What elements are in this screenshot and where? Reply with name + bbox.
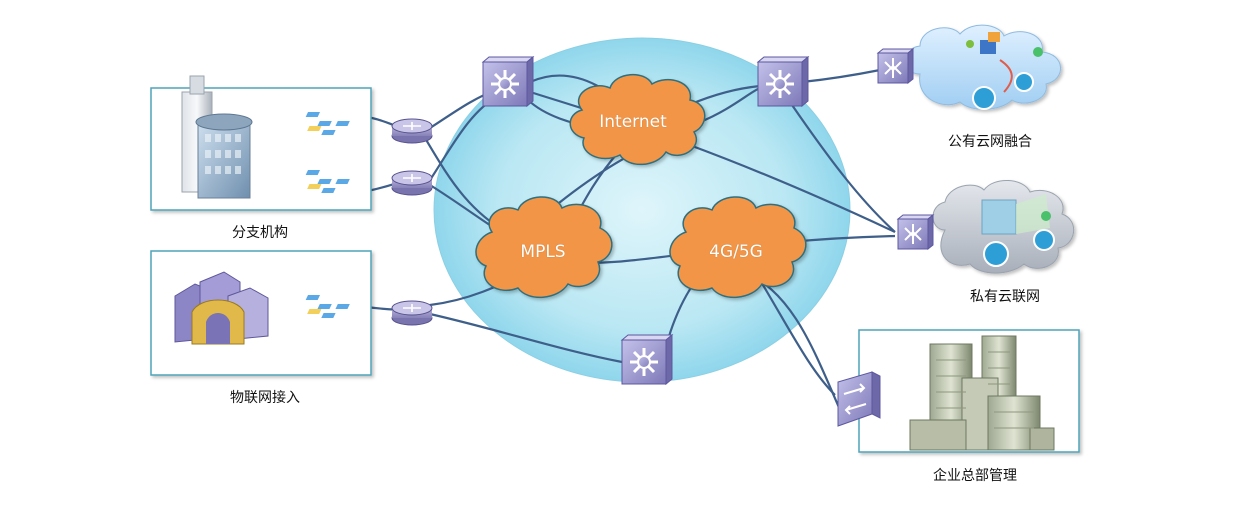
public-cloud-firewall: [877, 48, 914, 84]
branch-router-1: [391, 118, 433, 144]
office-tower-icon: [181, 75, 253, 199]
core-switch-east: [756, 55, 810, 108]
iot-router: [391, 300, 433, 326]
hq-gateway-device: [837, 371, 881, 427]
internet-label: Internet: [599, 112, 667, 132]
branch-caption: 分支机构: [232, 225, 288, 241]
private-cloud-caption: 私有云联网: [970, 289, 1040, 305]
mpls-label: MPLS: [520, 242, 566, 262]
iot-campus-icon: [174, 271, 269, 345]
private-cloud-firewall: [897, 214, 934, 250]
iot-caption: 物联网接入: [230, 390, 300, 406]
cellular-cloud: [669, 196, 807, 299]
branch-router-2: [391, 170, 433, 196]
hq-caption: 企业总部管理: [933, 468, 1017, 484]
cellular-label: 4G/5G: [709, 242, 763, 262]
public-cloud-icon: [904, 24, 1061, 110]
link-sw2-private: [791, 104, 896, 233]
hq-buildings-icon: [909, 335, 1055, 451]
link-r3-sw3: [429, 312, 623, 364]
public-cloud-caption: 公有云网融合: [948, 134, 1032, 150]
link-sw2-public: [801, 68, 881, 84]
core-switch-west: [481, 55, 535, 108]
core-switch-south: [620, 333, 674, 386]
internet-cloud: [569, 74, 706, 166]
link-4g-hq: [759, 279, 836, 396]
mpls-cloud: [475, 196, 613, 299]
private-cloud-icon: [932, 180, 1074, 274]
